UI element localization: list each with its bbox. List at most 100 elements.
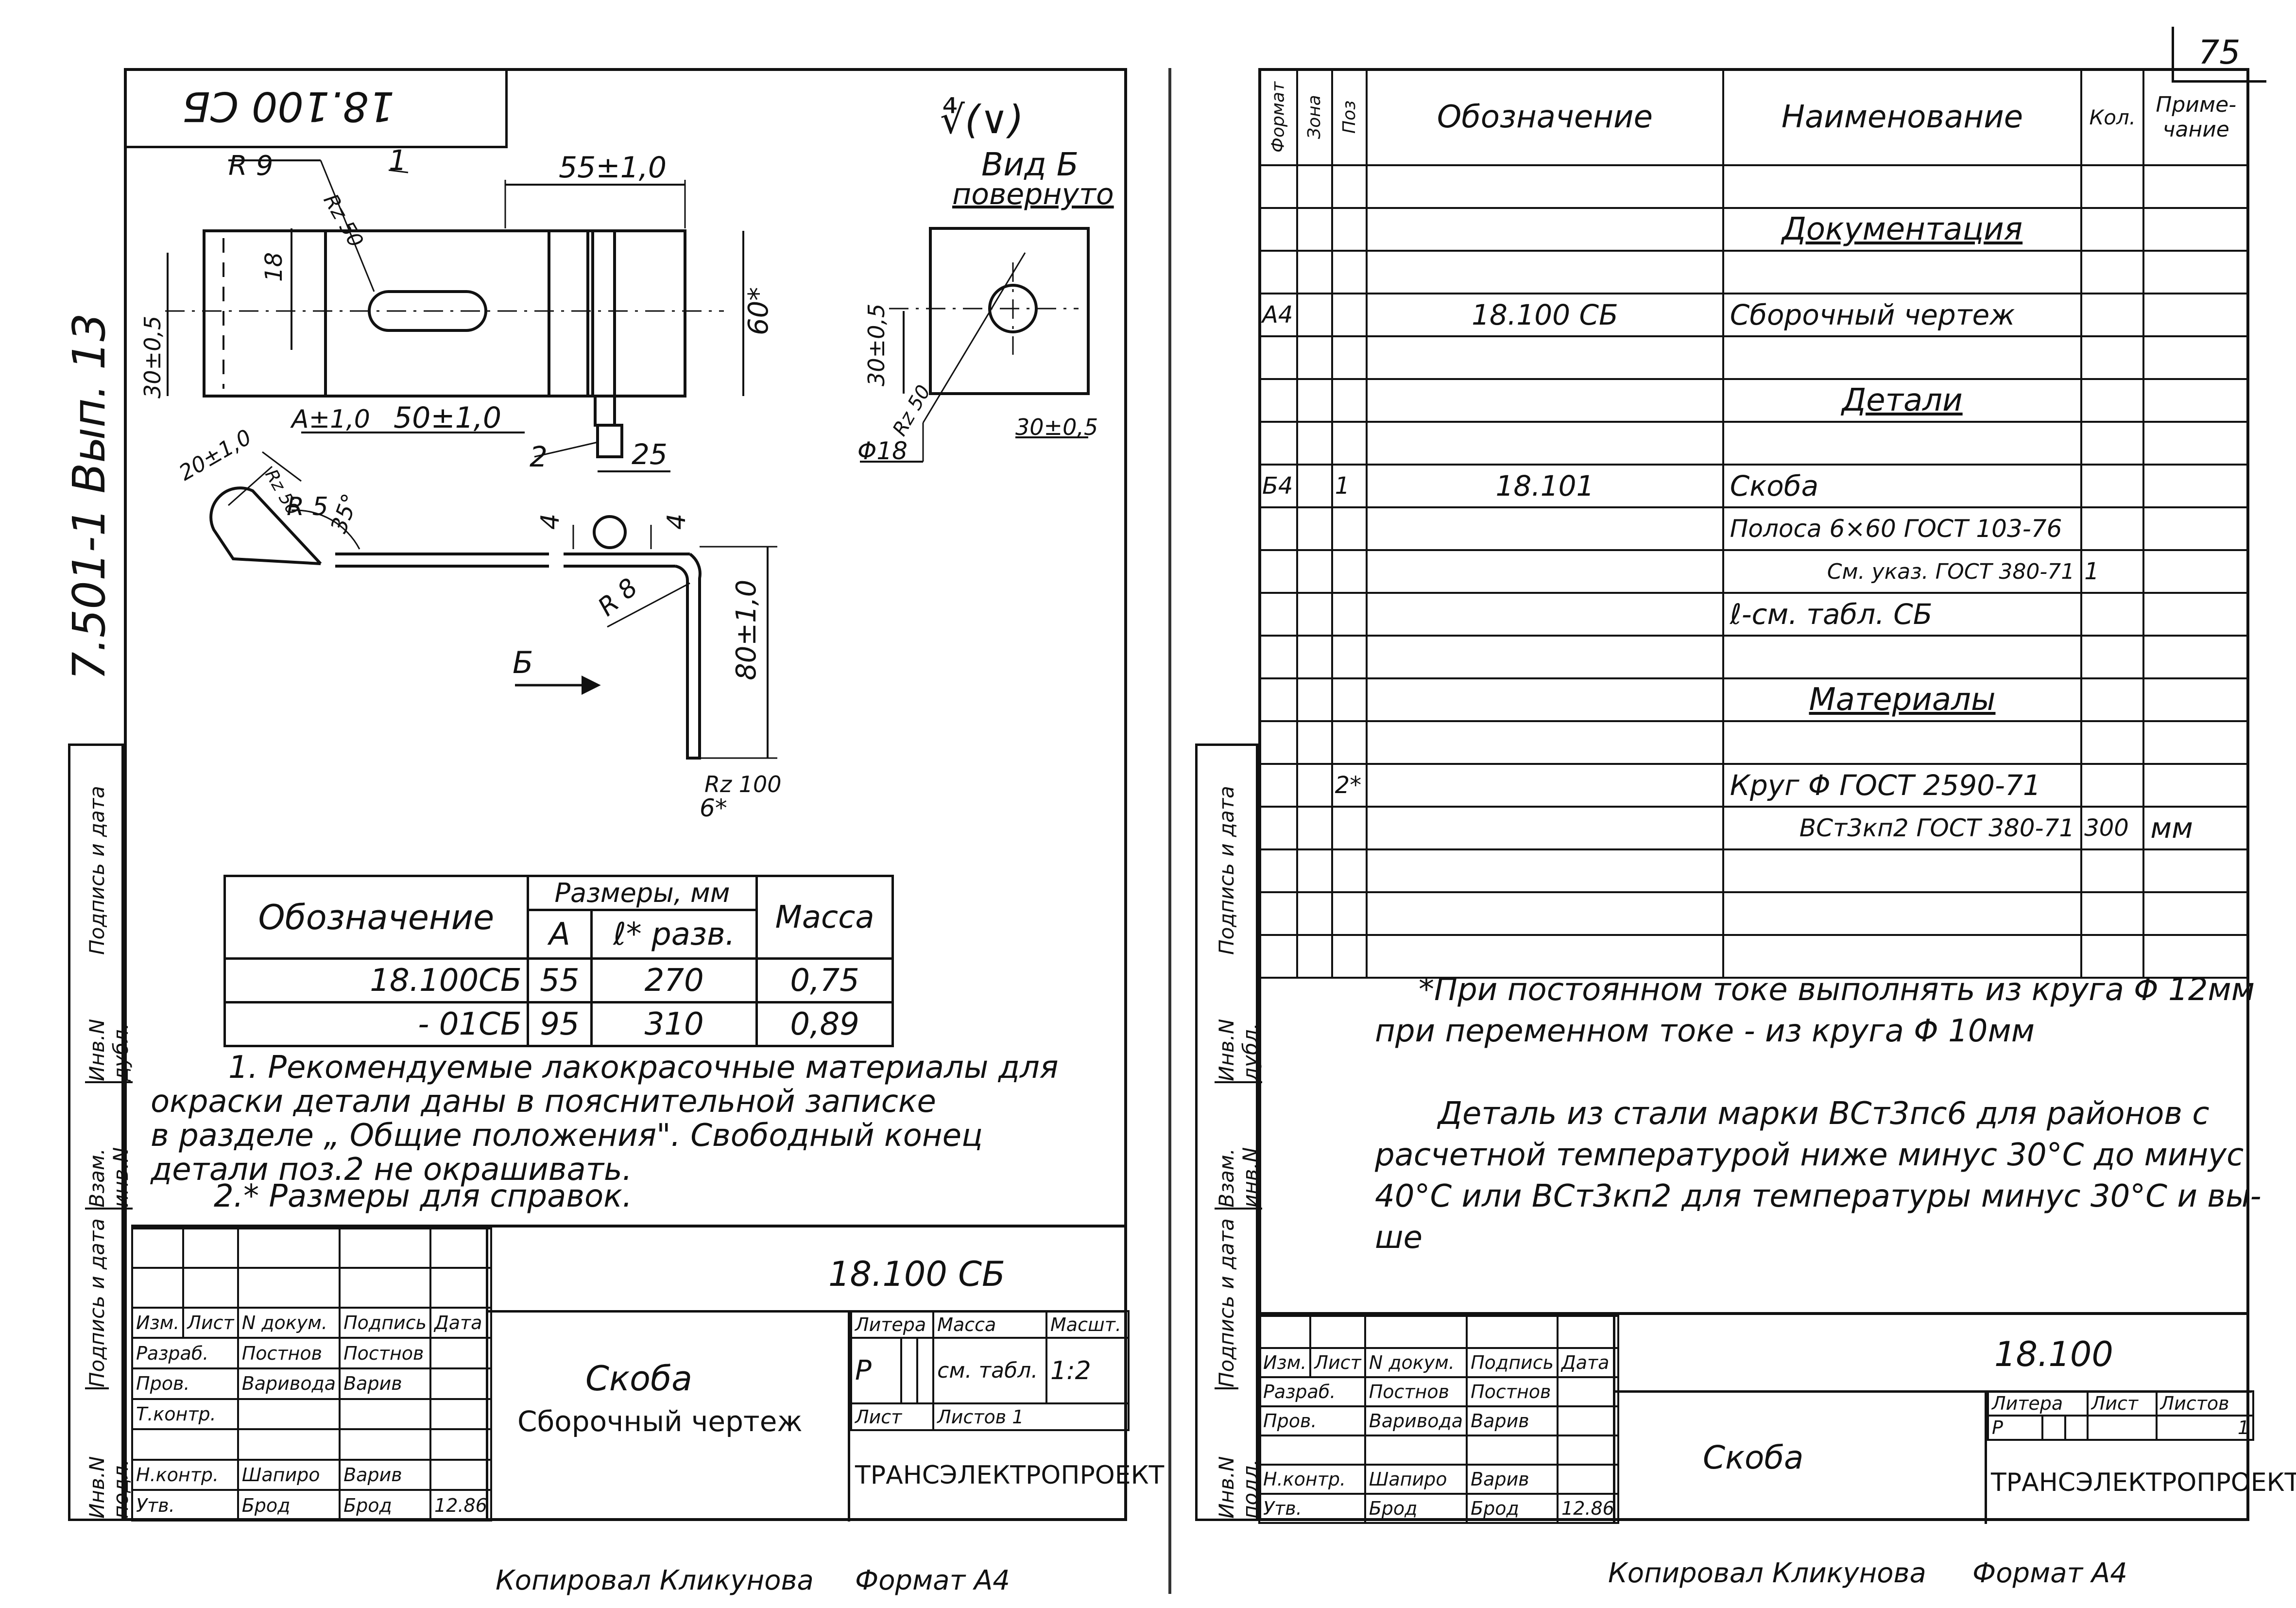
l-bend xyxy=(675,553,702,760)
spec-cell-name: Круг Φ ГОСТ 2590-71 xyxy=(1722,763,2083,808)
spec-cell-name: См. указ. ГОСТ 380-71 xyxy=(1722,549,2083,594)
spec-cell-zone xyxy=(1296,506,1333,551)
assembly-drawing: R 9 Rz 50 1 55±1,0 18 30±0,5 60* A±1,0 5… xyxy=(139,144,1098,822)
spec-cell-zone xyxy=(1296,677,1333,722)
spec-cell-qty xyxy=(2080,207,2145,252)
dim-18: 18 xyxy=(260,252,288,282)
spec-cell-qty xyxy=(2080,677,2145,722)
dim-30-b: 30±0,5 xyxy=(863,304,890,386)
spec-cell-name: ℓ-см. табл. СБ xyxy=(1722,592,2083,637)
spec-cell-qty xyxy=(2080,891,2145,936)
spec-cell-designation xyxy=(1366,763,1724,808)
spec-cell-designation xyxy=(1366,378,1724,423)
right-hdr-list: Лист xyxy=(1309,1347,1366,1378)
right-hdr-sign: Подпись xyxy=(1466,1347,1559,1378)
left-doc-number: 18.100 СБ xyxy=(828,1254,1006,1294)
dim-header-sizes: Размеры, мм xyxy=(526,875,758,911)
left-stamp-cell-3: Взам. инв.N xyxy=(85,1086,133,1210)
spec-cell-pos xyxy=(1331,506,1368,551)
right-stamp-cell-3: Взам. инв.N xyxy=(1215,1086,1262,1210)
left-date: 12.86 xyxy=(429,1489,492,1522)
spec-cell-note xyxy=(2142,335,2249,380)
left-note-5: 2.* Размеры для справок. xyxy=(214,1178,633,1214)
spec-cell-name xyxy=(1722,335,2083,380)
spec-cell-designation xyxy=(1366,421,1724,466)
right-title-name: Скоба xyxy=(1703,1439,1804,1476)
spec-row xyxy=(1258,421,2249,466)
spec-cell-zone xyxy=(1296,934,1333,979)
left-litera-h: Литера xyxy=(850,1310,935,1339)
spec-row xyxy=(1258,635,2249,679)
spec-cell-designation: 18.101 xyxy=(1366,464,1724,508)
left-sign-1: Постнов xyxy=(339,1337,432,1369)
spec-cell-qty xyxy=(2080,378,2145,423)
spec-cell-note xyxy=(2142,891,2249,936)
spec-cell-zone xyxy=(1296,635,1333,679)
right-sheets-h: Листов xyxy=(2155,1390,2255,1417)
spec-cell-pos xyxy=(1331,891,1368,936)
right-note-2: при переменном токе - из круга Φ 10мм xyxy=(1375,1013,2035,1049)
spec-cell-pos xyxy=(1331,806,1368,850)
left-litera: Р xyxy=(850,1337,902,1404)
left-hdr-list: Лист xyxy=(182,1306,239,1339)
dim-row-1-l: 270 xyxy=(590,957,758,1003)
right-litera: Р xyxy=(1987,1415,2044,1441)
spec-row xyxy=(1258,335,2249,380)
spec-cell-note xyxy=(2142,677,2249,722)
spec-cell-note xyxy=(2142,293,2249,337)
spec-cell-name: ВСт3кп2 ГОСТ 380-71 xyxy=(1722,806,2083,850)
right-sheet-h: Лист xyxy=(2086,1390,2158,1417)
spec-cell-note xyxy=(2142,506,2249,551)
right-note-1: *При постоянном токе выполнять из круга … xyxy=(1419,972,2255,1008)
right-doc-number: 18.100 xyxy=(1994,1334,2113,1374)
spec-cell-pos xyxy=(1331,378,1368,423)
spec-cell-designation xyxy=(1366,250,1724,294)
spec-cell-pos xyxy=(1331,720,1368,765)
spec-cell-zone xyxy=(1296,335,1333,380)
spec-cell-zone xyxy=(1296,763,1333,808)
spec-cell-note xyxy=(2142,934,2249,979)
left-sign-6: Брод xyxy=(339,1489,432,1522)
spec-cell-zone xyxy=(1296,421,1333,466)
spec-cell-name: Полоса 6×60 ГОСТ 103-76 xyxy=(1722,506,2083,551)
spec-cell-zone xyxy=(1296,378,1333,423)
dim-35: 35° xyxy=(326,490,364,536)
dim-r8: R 8 xyxy=(593,573,643,622)
dim-r5: R 5 xyxy=(287,492,328,521)
spec-row xyxy=(1258,164,2249,209)
spec-cell-zone xyxy=(1296,592,1333,637)
spec-cell-pos xyxy=(1331,335,1368,380)
spec-cell-format xyxy=(1258,848,1299,893)
spec-cell-zone xyxy=(1296,848,1333,893)
right-person-5: Брод xyxy=(1364,1492,1468,1524)
left-mass: см. табл. xyxy=(932,1337,1047,1404)
spec-cell-pos: 1 xyxy=(1331,464,1368,508)
rotated-stamp-box: 18.100 СБ xyxy=(124,68,508,148)
right-side-stamp: Инв.N подл. Подпись и дата Взам. инв.N И… xyxy=(1195,743,1262,1521)
left-sheets: Листов 1 xyxy=(932,1402,1130,1431)
spec-cell-name xyxy=(1722,720,2083,765)
spec-row: 2*Круг Φ ГОСТ 2590-71 xyxy=(1258,763,2249,808)
right-person-2: Варивода xyxy=(1364,1405,1468,1436)
left-role-1: Разраб. xyxy=(131,1337,239,1369)
pos-2: 2 xyxy=(530,440,548,473)
left-hdr-date: Дата xyxy=(429,1306,492,1339)
spec-cell-designation xyxy=(1366,635,1724,679)
spec-cell-zone xyxy=(1296,720,1333,765)
left-sign-5: Варив xyxy=(339,1458,432,1491)
right-sign-4: Варив xyxy=(1466,1463,1559,1495)
spec-cell-designation xyxy=(1366,891,1724,936)
dim-30-c: 30±0,5 xyxy=(1015,414,1098,440)
spec-h-qty: Кол. xyxy=(2080,68,2145,166)
spec-cell-note xyxy=(2142,635,2249,679)
spec-cell-designation xyxy=(1366,848,1724,893)
left-stamp-cell-2: Подпись и дата xyxy=(85,1212,109,1389)
dim-row-2-designation: - 01СБ xyxy=(223,1001,529,1047)
left-stamp-cell-1: Инв.N подл. xyxy=(85,1392,133,1521)
slot-opening xyxy=(368,290,487,332)
